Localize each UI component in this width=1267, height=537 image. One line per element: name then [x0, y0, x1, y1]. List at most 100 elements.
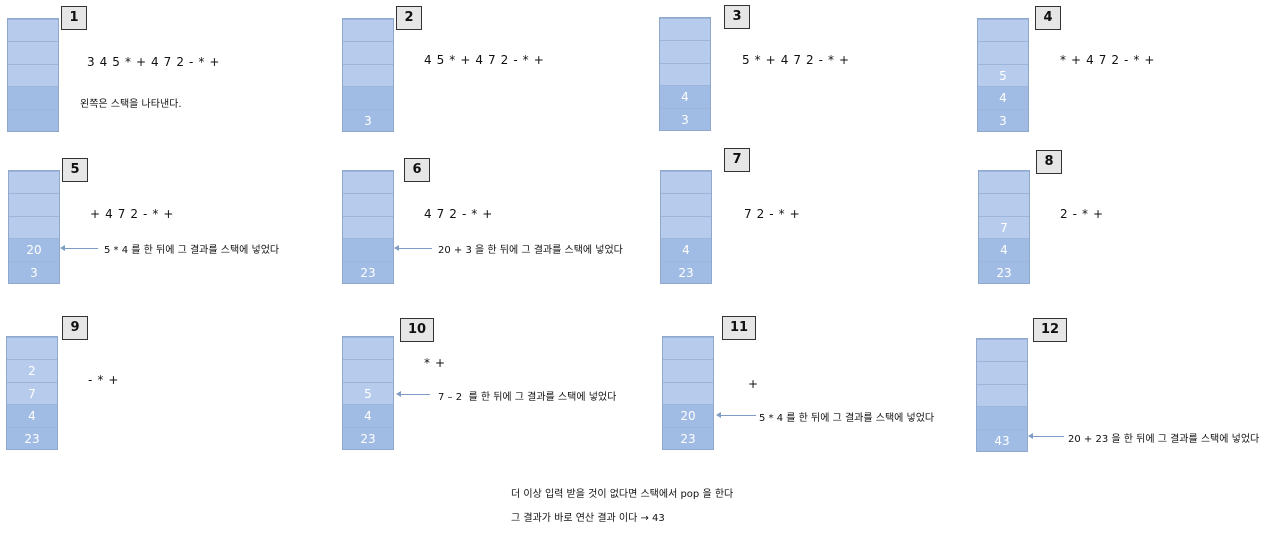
stack-slot-2 [8, 86, 58, 109]
step-note: 5 * 4 를 한 뒤에 그 결과를 스택에 넣었다 [759, 413, 935, 424]
step-note: 7 – 2 를 한 뒤에 그 결과를 스택에 넣었다 [438, 392, 617, 403]
stack-slot-4 [979, 193, 1029, 216]
stack-slot-2 [343, 238, 393, 261]
remaining-expression: * + 4 7 2 - * + [1060, 53, 1156, 67]
stack-slot-2: 20 [9, 238, 59, 261]
step-number: 10 [400, 318, 434, 342]
step-note: 5 * 4 를 한 뒤에 그 결과를 스택에 넣었다 [104, 245, 280, 256]
step-panel-1: 1 3 4 5 * + 4 7 2 - * + 왼쪽은 스택을 나타낸다. [7, 6, 307, 168]
step-number: 12 [1033, 318, 1067, 342]
stack-slot-5 [7, 337, 57, 360]
arrow-icon [394, 245, 432, 251]
stack-slot-4 [343, 193, 393, 216]
stack-slot-2: 4 [661, 238, 711, 261]
stack-slot-1: 23 [663, 426, 713, 449]
arrow-icon [1028, 433, 1064, 439]
remaining-expression: + [748, 377, 759, 391]
stack-slot-3 [977, 383, 1027, 407]
stack-slot-5 [978, 19, 1028, 42]
stack: 43 [976, 338, 1028, 452]
step-note: 왼쪽은 스택을 나타낸다. [80, 99, 182, 110]
remaining-expression: 5 * + 4 7 2 - * + [742, 53, 850, 67]
step-panel-10: 5 4 23 10 * + 7 – 2 를 한 뒤에 그 결과를 스택에 넣었다 [342, 318, 642, 486]
stack-slot-4 [8, 41, 58, 64]
stack-slot-3: 7 [7, 381, 57, 405]
stack-slot-2: 20 [663, 404, 713, 427]
step-panel-8: 7 4 23 8 2 - * + [978, 150, 1267, 320]
step-number: 8 [1036, 150, 1062, 174]
step-panel-11: 20 23 11 + 5 * 4 를 한 뒤에 그 결과를 스택에 넣었다 [662, 316, 962, 486]
step-note: 20 + 23 을 한 뒤에 그 결과를 스택에 넣었다 [1068, 434, 1260, 445]
stack-slot-2: 4 [7, 404, 57, 427]
arrow-icon [396, 391, 430, 397]
arrow-icon [60, 245, 98, 251]
stack-slot-3 [343, 215, 393, 239]
step-panel-12: 43 12 20 + 23 을 한 뒤에 그 결과를 스택에 넣었다 [976, 318, 1267, 488]
remaining-expression: - * + [88, 373, 120, 387]
stack-slot-2 [977, 406, 1027, 429]
stack-slot-5 [660, 18, 710, 41]
stack-slot-1: 3 [9, 260, 59, 283]
stack: 5 4 3 [977, 18, 1029, 132]
remaining-expression: 2 - * + [1060, 207, 1104, 221]
remaining-expression: 7 2 - * + [744, 207, 801, 221]
stack-slot-3 [663, 381, 713, 405]
stack-slot-3 [660, 62, 710, 86]
step-panel-9: 2 7 4 23 9 - * + [6, 316, 306, 486]
stack-slot-2: 4 [978, 86, 1028, 109]
step-number: 2 [396, 6, 422, 30]
step-panel-3: 4 3 3 5 * + 4 7 2 - * + [659, 5, 959, 167]
step-number: 6 [404, 158, 430, 182]
stack-slot-4 [663, 359, 713, 382]
stack-slot-4 [343, 41, 393, 64]
stack-slot-3: 7 [979, 215, 1029, 239]
step-number: 11 [722, 316, 756, 340]
stack-slot-3 [8, 63, 58, 87]
stack-slot-4: 2 [7, 359, 57, 382]
stack-slot-4 [978, 41, 1028, 64]
remaining-expression: * + [424, 356, 446, 370]
step-number: 1 [61, 6, 87, 30]
step-panel-7: 4 23 7 7 2 - * + [660, 148, 960, 320]
stack: 5 4 23 [342, 336, 394, 450]
step-panel-4: 5 4 3 4 * + 4 7 2 - * + [977, 6, 1267, 168]
stack: 4 3 [659, 17, 711, 131]
stack-slot-4 [661, 193, 711, 216]
stack-slot-1: 3 [660, 107, 710, 130]
stack-slot-3 [661, 215, 711, 239]
stack-slot-5 [343, 171, 393, 194]
step-number: 9 [62, 316, 88, 340]
stack-slot-1: 23 [343, 260, 393, 283]
footer-line-2: 그 결과가 바로 연산 결과 이다 → 43 [511, 513, 665, 524]
stack-slot-2 [343, 86, 393, 109]
step-panel-2: 3 2 4 5 * + 4 7 2 - * + [342, 6, 642, 168]
arrow-icon [716, 412, 756, 418]
stack-slot-5 [977, 339, 1027, 362]
stack-slot-3 [343, 63, 393, 87]
stack: 2 7 4 23 [6, 336, 58, 450]
stack-slot-1: 23 [343, 426, 393, 449]
stack-slot-1: 23 [7, 426, 57, 449]
stack: 20 23 [662, 336, 714, 450]
step-number: 7 [724, 148, 750, 172]
remaining-expression: 3 4 5 * + 4 7 2 - * + [87, 55, 220, 69]
stack-slot-3 [9, 215, 59, 239]
stack-slot-5 [9, 171, 59, 194]
stack-slot-4 [343, 359, 393, 382]
stack-slot-5 [661, 171, 711, 194]
stack-slot-2: 4 [979, 238, 1029, 261]
step-number: 3 [724, 5, 750, 29]
stack-slot-1: 23 [979, 260, 1029, 283]
stack-slot-5 [979, 171, 1029, 194]
stack-slot-3: 5 [978, 63, 1028, 87]
stack-slot-5 [343, 337, 393, 360]
stack: 20 3 [8, 170, 60, 284]
stack-slot-1: 43 [977, 428, 1027, 451]
stack-slot-4 [9, 193, 59, 216]
step-panel-6: 23 6 4 7 2 - * + 20 + 3 을 한 뒤에 그 결과를 스택에… [342, 158, 642, 320]
remaining-expression: + 4 7 2 - * + [90, 207, 175, 221]
remaining-expression: 4 7 2 - * + [424, 207, 493, 221]
stack-slot-1: 23 [661, 260, 711, 283]
step-note: 20 + 3 을 한 뒤에 그 결과를 스택에 넣었다 [438, 245, 623, 256]
stack-slot-5 [8, 19, 58, 42]
